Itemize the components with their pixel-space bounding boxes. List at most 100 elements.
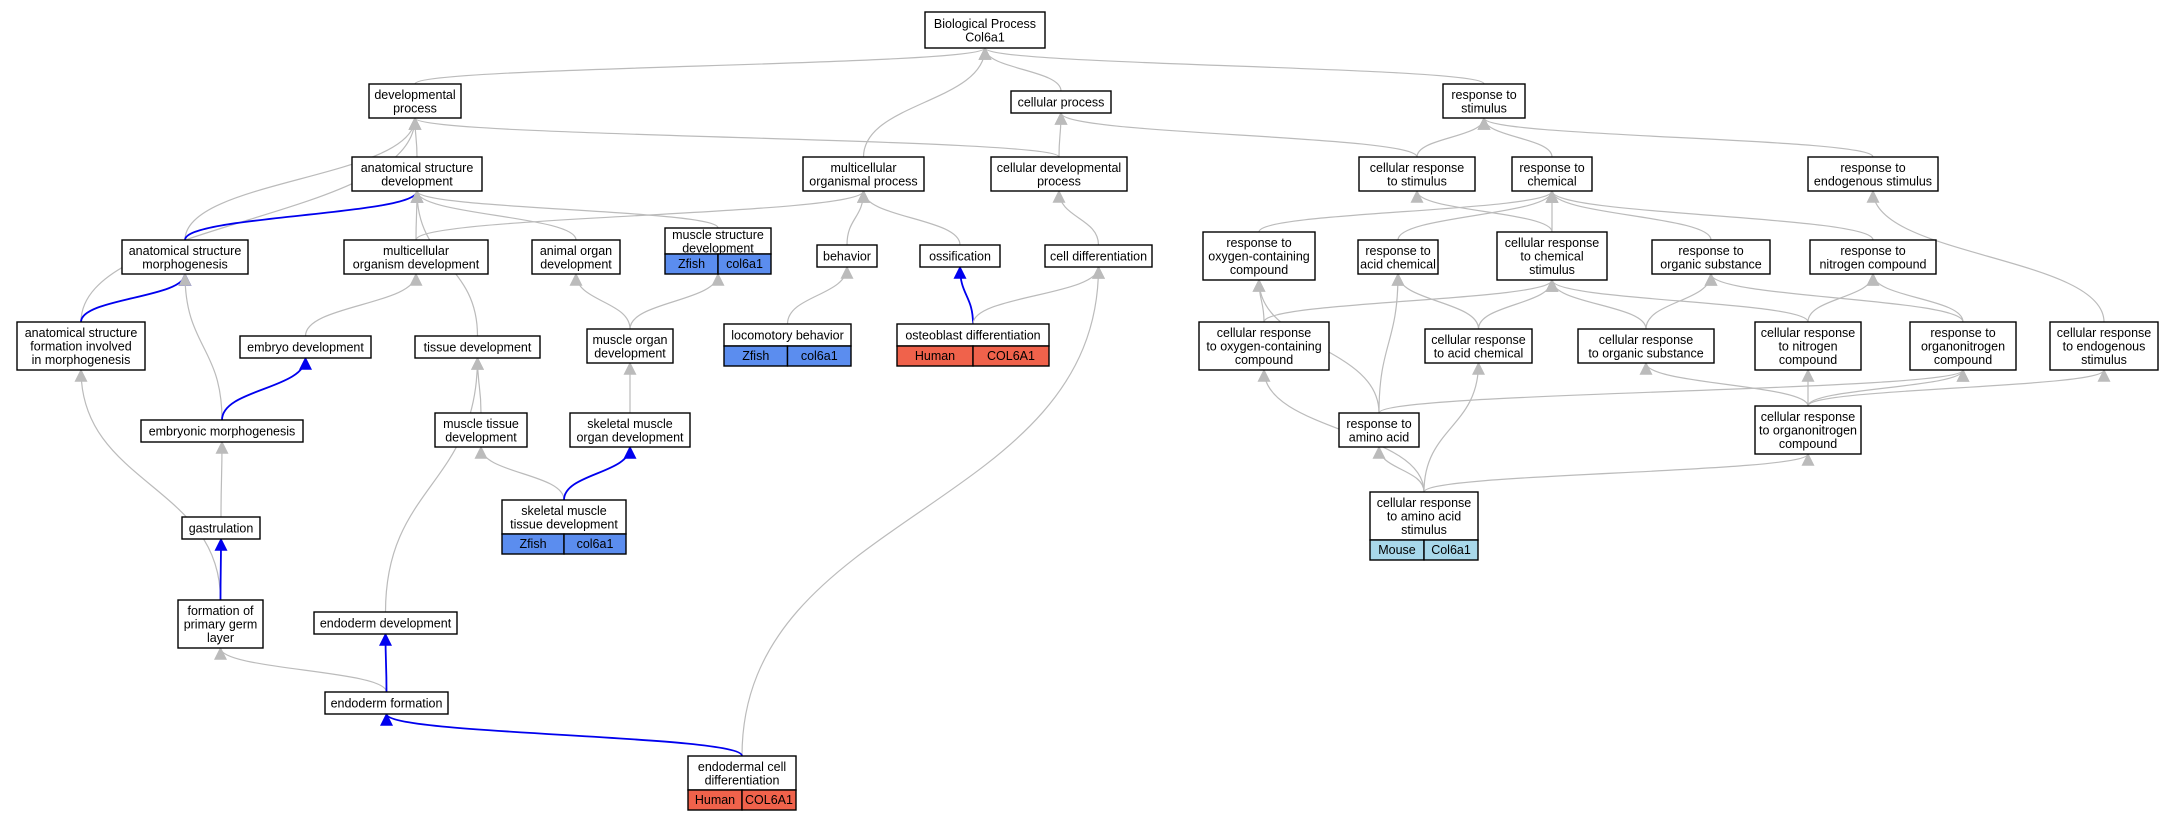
node-label-line: response to xyxy=(1678,244,1743,258)
node-label-line: in morphogenesis xyxy=(32,353,131,367)
gene-label: col6a1 xyxy=(726,257,763,271)
node-box xyxy=(2049,321,2159,371)
node-label-line: primary germ xyxy=(184,618,258,632)
edge-roc-to-rnc xyxy=(1866,272,1964,323)
edge-cdp-to-dev xyxy=(408,116,1060,158)
go-term-node-gas[interactable]: gastrulation xyxy=(181,516,261,540)
node-label-line: cellular response xyxy=(1505,236,1600,250)
node-label-line: muscle tissue xyxy=(443,417,519,431)
edge-rnc-to-rtc xyxy=(1545,189,1874,241)
edge-gas-to-em xyxy=(215,440,229,518)
go-term-node-cp[interactable]: cellular process xyxy=(1010,90,1112,114)
go-term-node-td[interactable]: tissue development xyxy=(414,335,541,359)
edge-rac-to-rtc xyxy=(1397,189,1559,241)
node-label-line: response to xyxy=(1840,244,1905,258)
node-box xyxy=(239,335,372,359)
edge-crs-to-rts xyxy=(1416,116,1491,158)
gene-label: col6a1 xyxy=(801,349,838,363)
node-label-line: organism development xyxy=(353,257,480,271)
edge-aod-to-asd xyxy=(410,189,577,241)
go-term-node-em[interactable]: embryonic morphogenesis xyxy=(140,419,304,443)
node-label-line: Col6a1 xyxy=(965,30,1005,44)
node-label-line: oxygen-containing xyxy=(1208,250,1310,264)
edge-lb-to-beh xyxy=(786,265,854,325)
edge-crnc-to-rnc xyxy=(1807,272,1880,323)
node-label-line: cellular developmental xyxy=(997,161,1121,175)
node-label-line: development xyxy=(540,257,612,271)
node-box xyxy=(1754,321,1862,371)
node-label-line: organismal process xyxy=(809,174,917,188)
go-term-node-beh[interactable]: behavior xyxy=(816,244,878,268)
node-label-line: response to xyxy=(1840,161,1905,175)
node-label-line: cellular response xyxy=(1370,161,1465,175)
node-label-line: to stimulus xyxy=(1387,174,1447,188)
node-label-line: response to xyxy=(1226,236,1291,250)
go-term-node-cd[interactable]: cell differentiation xyxy=(1044,244,1153,268)
edge-msd-to-asd xyxy=(410,189,719,229)
node-label-line: compound xyxy=(1230,263,1288,277)
node-label-line: behavior xyxy=(823,250,871,264)
go-term-node-ed[interactable]: embryo development xyxy=(239,335,372,359)
node-label-line: tissue development xyxy=(510,517,618,531)
node-box xyxy=(1807,156,1939,192)
node-label-line: to nitrogen xyxy=(1778,340,1837,354)
edge-cres-to-res xyxy=(1866,189,2105,323)
node-label-line: organonitrogen xyxy=(1921,340,2005,354)
node-label-line: stimulus xyxy=(1529,263,1575,277)
edge-asd-to-dev xyxy=(408,116,422,158)
node-label-line: endoderm development xyxy=(320,617,452,631)
node-label-line: multicellular xyxy=(831,161,897,175)
node-label-line: to oxygen-containing xyxy=(1206,340,1321,354)
node-label-line: morphogenesis xyxy=(142,257,227,271)
edge-asfm-to-asm xyxy=(80,272,192,323)
node-label-line: endoderm formation xyxy=(331,697,443,711)
go-term-node-endf[interactable]: endoderm formation xyxy=(324,691,449,715)
edge-croc-to-roc xyxy=(1807,368,1970,407)
gene-label: COL6A1 xyxy=(745,793,793,807)
go-term-node-endd[interactable]: endoderm development xyxy=(313,611,458,635)
node-label-line: cellular response xyxy=(1377,496,1472,510)
node-box xyxy=(586,328,674,364)
gene-badge xyxy=(741,789,797,811)
node-label-line: cellular response xyxy=(1217,326,1312,340)
go-term-node-oss[interactable]: ossification xyxy=(919,244,1001,268)
node-box xyxy=(351,156,483,192)
